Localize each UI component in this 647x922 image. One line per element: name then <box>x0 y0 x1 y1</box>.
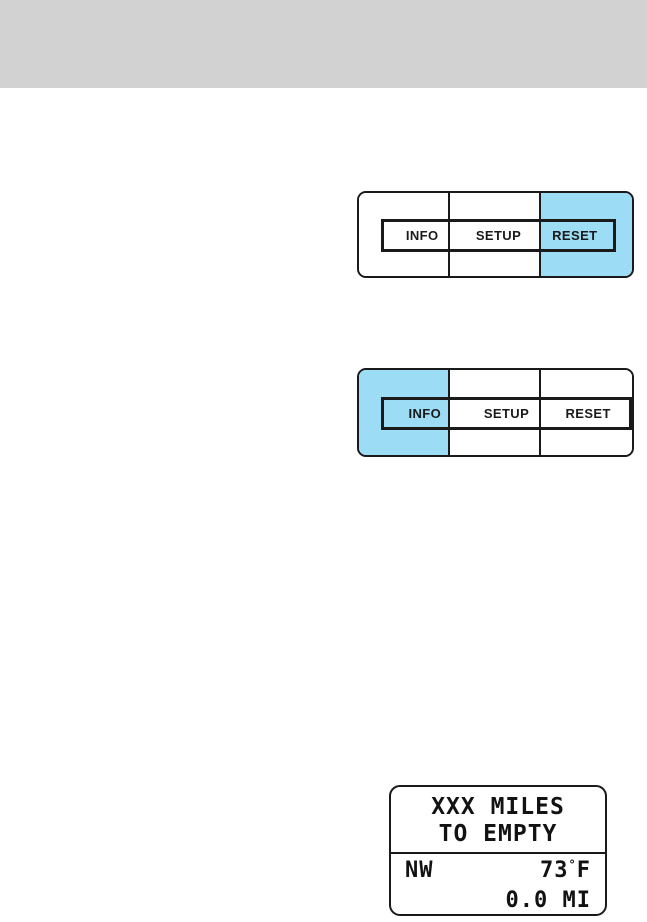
lcd-display: XXX MILES TO EMPTY NW 73°F 0.0 MI <box>389 785 607 916</box>
lcd-compass-heading: NW <box>405 858 434 883</box>
degree-icon: ° <box>568 857 577 872</box>
lcd-temperature: 73°F <box>540 857 591 885</box>
lcd-temperature-unit: F <box>576 858 591 883</box>
button-cells <box>359 370 632 455</box>
lcd-row-distance: 0.0 MI <box>405 887 591 914</box>
button-cell-info[interactable] <box>359 193 450 276</box>
lcd-line-range: XXX MILES <box>431 793 565 820</box>
button-cell-info[interactable] <box>359 370 450 455</box>
button-cells <box>359 193 632 276</box>
lcd-top-section: XXX MILES TO EMPTY <box>391 787 605 854</box>
button-group-reset-highlighted: INFO SETUP RESET <box>357 191 634 278</box>
lcd-temperature-value: 73 <box>540 858 569 883</box>
lcd-line-to-empty: TO EMPTY <box>438 820 558 847</box>
top-banner <box>0 0 647 88</box>
button-group-info-highlighted: INFO SETUP RESET <box>357 368 634 457</box>
lcd-row-compass-temp: NW 73°F <box>405 857 591 887</box>
lcd-bottom-section: NW 73°F 0.0 MI <box>391 854 605 914</box>
button-cell-reset[interactable] <box>541 193 632 276</box>
button-cell-setup[interactable] <box>450 193 541 276</box>
button-cell-reset[interactable] <box>541 370 632 455</box>
lcd-trip-distance: 0.0 MI <box>505 888 591 913</box>
button-cell-setup[interactable] <box>450 370 541 455</box>
